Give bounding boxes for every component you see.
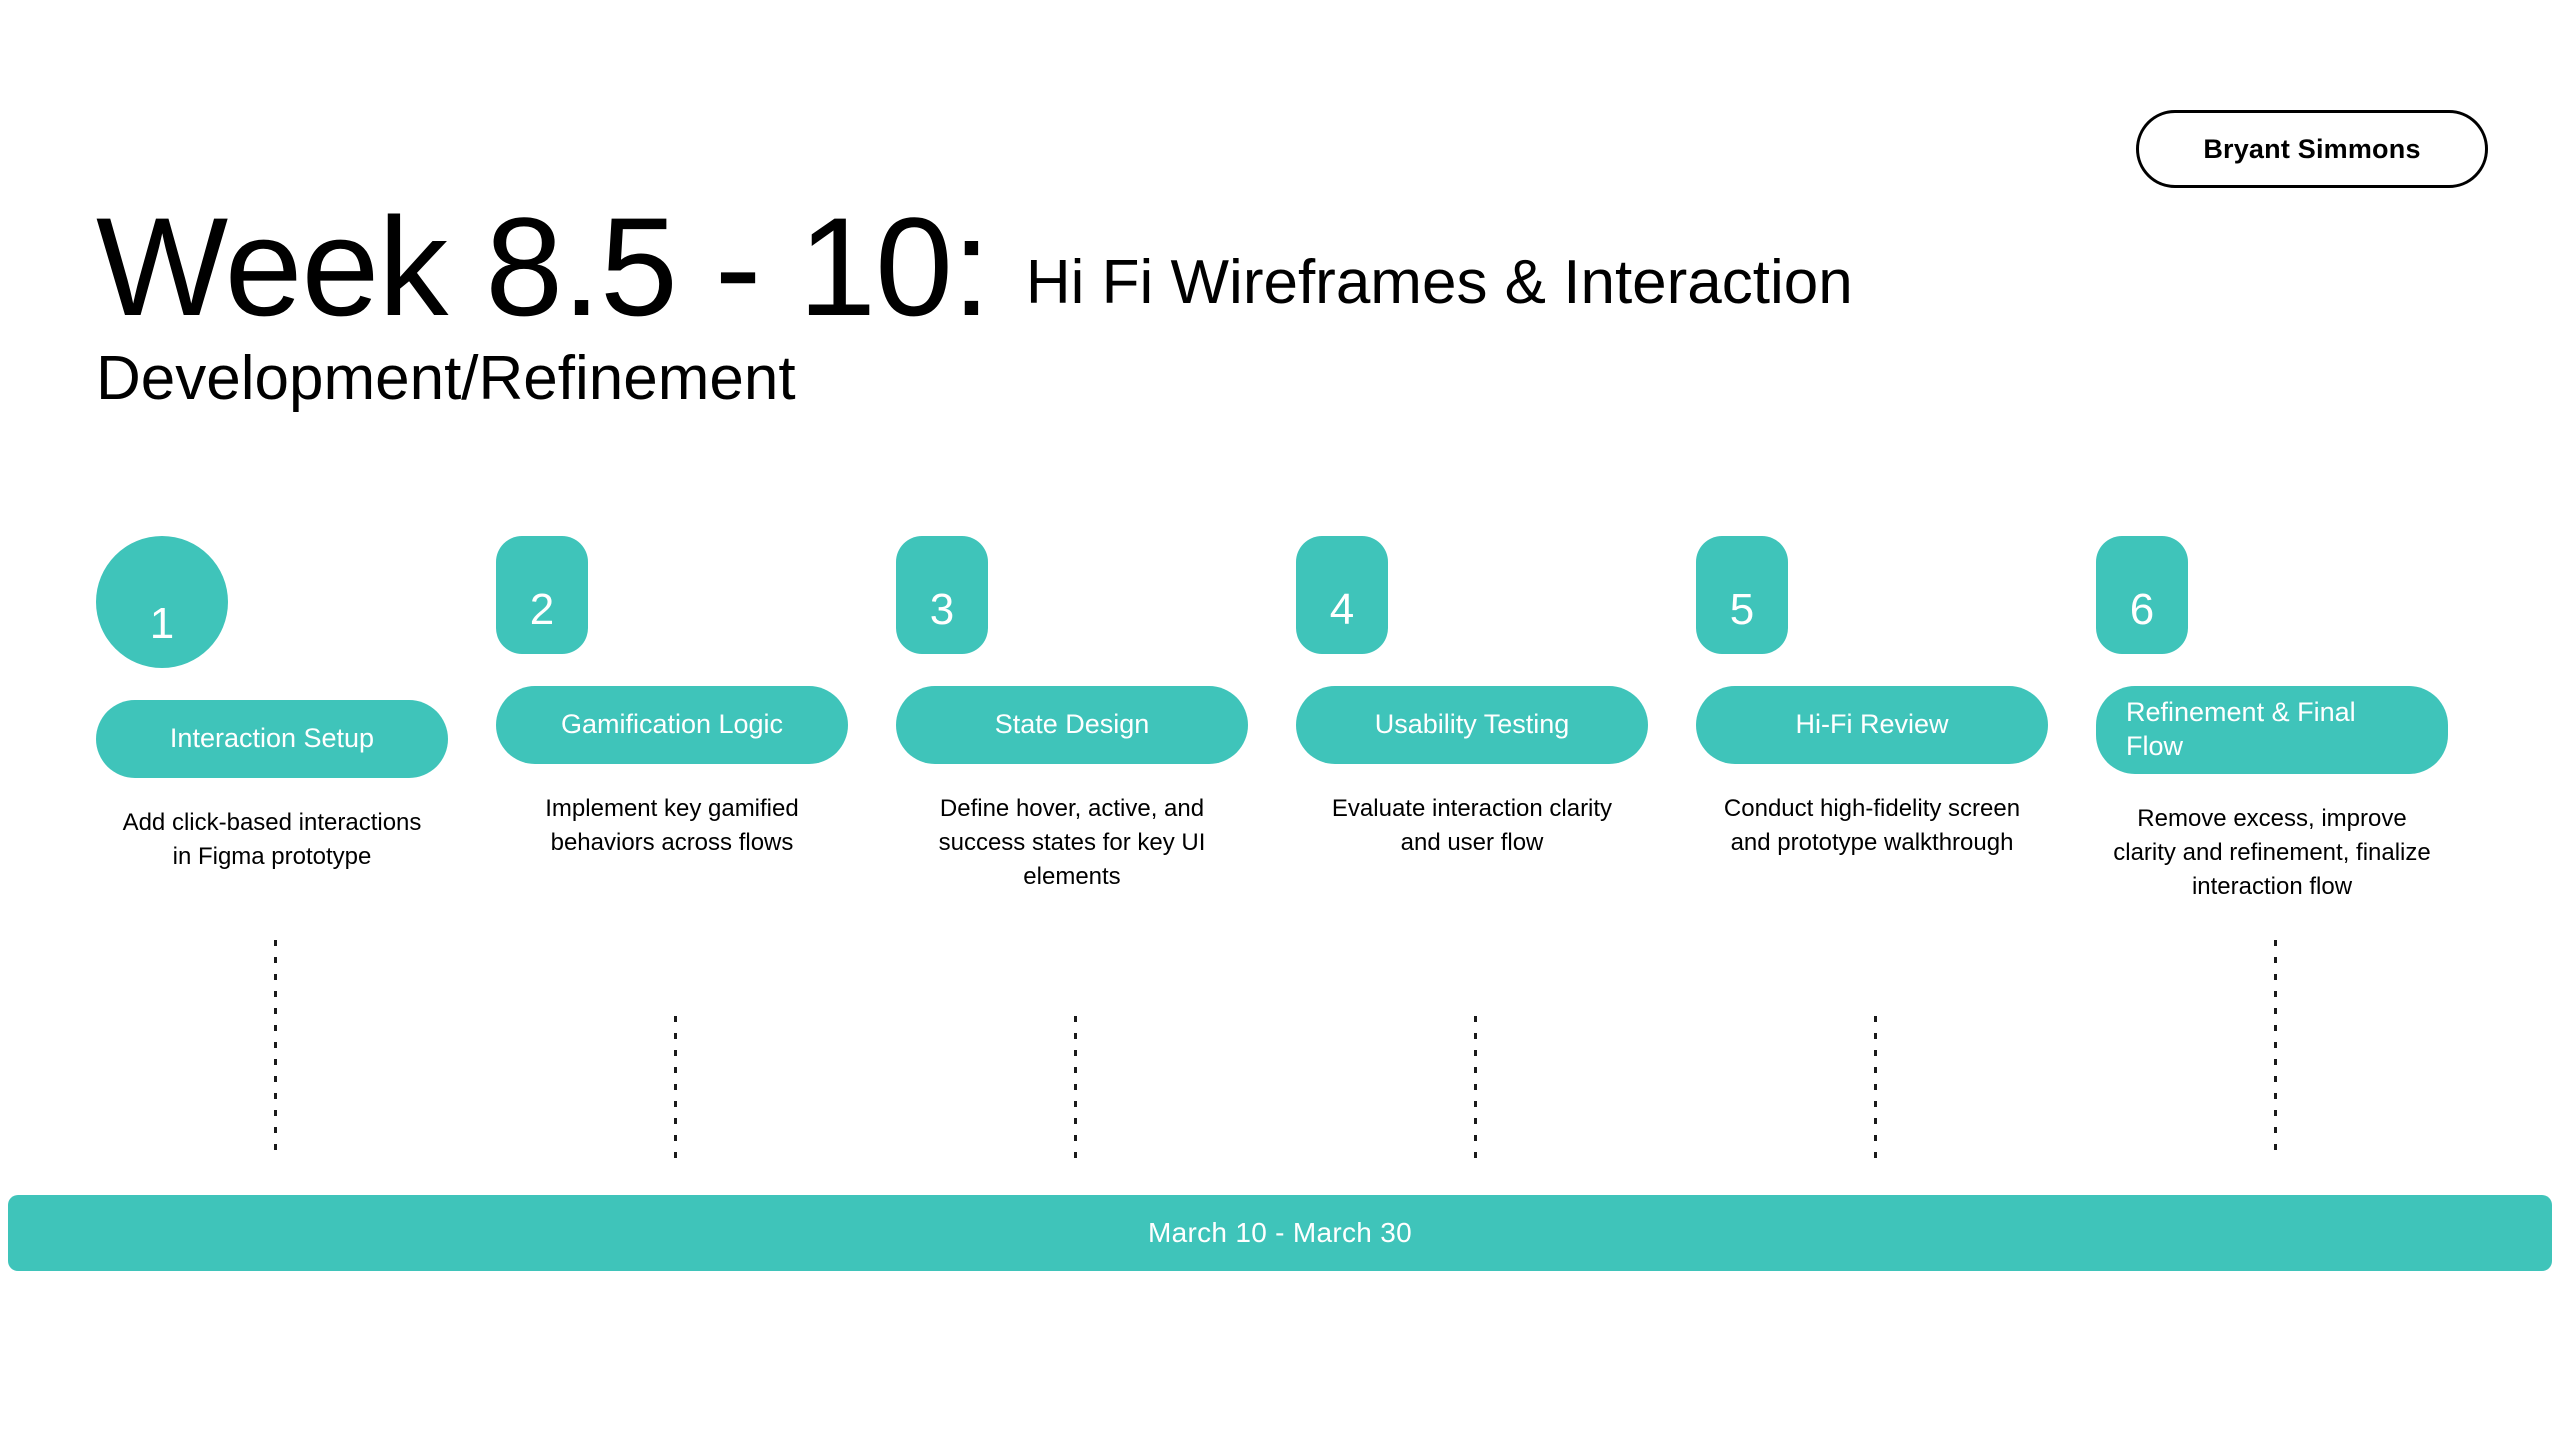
page-subtitle: Hi Fi Wireframes & Interaction [1025,248,1853,317]
step-connector-dotted-line [674,1016,677,1158]
step-item-6[interactable]: 6 Refinement & Final Flow Remove excess,… [2096,536,2496,1176]
step-title-pill[interactable]: State Design [896,686,1248,764]
step-title-label: State Design [994,709,1150,740]
step-description: Define hover, active, and success states… [938,795,1206,891]
step-number-badge: 4 [1296,536,1388,654]
step-number-label: 6 [2129,585,2155,634]
slide-header: Week 8.5 - 10: Hi Fi Wireframes & Intera… [96,188,2496,413]
step-title-pill[interactable]: Refinement & Final Flow [2096,686,2448,774]
date-range-label: March 10 - March 30 [1147,1217,1413,1248]
page-title: Week 8.5 - 10: [96,188,991,345]
step-number-badge: 2 [496,536,588,654]
step-connector-dotted-line [1074,1016,1077,1158]
step-connector-dotted-line [1874,1016,1877,1158]
step-number-label: 5 [1729,585,1755,634]
step-number-badge: 6 [2096,536,2188,654]
author-name-badge[interactable]: Bryant Simmons [2136,110,2488,188]
author-name-label: Bryant Simmons [2203,133,2421,164]
step-number-badge: 3 [896,536,988,654]
step-number-badge: 5 [1696,536,1788,654]
step-description: Conduct high-fidelity screen and prototy… [1723,795,2021,857]
step-connector-dotted-line [1474,1016,1477,1158]
step-number-label: 1 [149,599,175,648]
step-description: Remove excess, improve clarity and refin… [2113,804,2431,900]
step-number-label: 2 [529,585,555,634]
title-row: Week 8.5 - 10: Hi Fi Wireframes & Intera… [96,188,2496,345]
step-title-pill[interactable]: Interaction Setup [96,700,448,778]
step-item-4[interactable]: 4 Usability Testing Evaluate interaction… [1296,536,1696,1176]
step-item-2[interactable]: 2 Gamification Logic Implement key gamif… [496,536,896,1176]
steps-row: 1 Interaction Setup Add click-based inte… [0,536,2560,1176]
step-title-label: Usability Testing [1374,709,1570,740]
page-title-second-line: Development/Refinement [96,343,796,413]
step-item-1[interactable]: 1 Interaction Setup Add click-based inte… [96,536,496,1176]
step-item-3[interactable]: 3 State Design Define hover, active, and… [896,536,1296,1176]
step-title-label: Hi-Fi Review [1795,709,1949,740]
step-description: Implement key gamified behaviors across … [545,795,799,857]
step-title-pill[interactable]: Hi-Fi Review [1696,686,2048,764]
step-number-label: 3 [929,585,955,634]
step-title-label: Gamification Logic [560,709,784,740]
step-number-badge: 1 [96,536,228,668]
step-number-label: 4 [1329,585,1355,634]
step-description: Evaluate interaction clarity and user fl… [1331,795,1613,857]
step-description: Add click-based interactions in Figma pr… [122,809,422,871]
step-connector-dotted-line [2274,940,2277,1158]
step-title-label: Interaction Setup [169,723,375,754]
step-connector-dotted-line [274,940,277,1158]
step-title-label: Refinement & Final Flow [2126,697,2356,761]
step-title-pill[interactable]: Usability Testing [1296,686,1648,764]
date-range-footer: March 10 - March 30 [8,1195,2552,1271]
step-title-pill[interactable]: Gamification Logic [496,686,848,764]
step-item-5[interactable]: 5 Hi-Fi Review Conduct high-fidelity scr… [1696,536,2096,1176]
